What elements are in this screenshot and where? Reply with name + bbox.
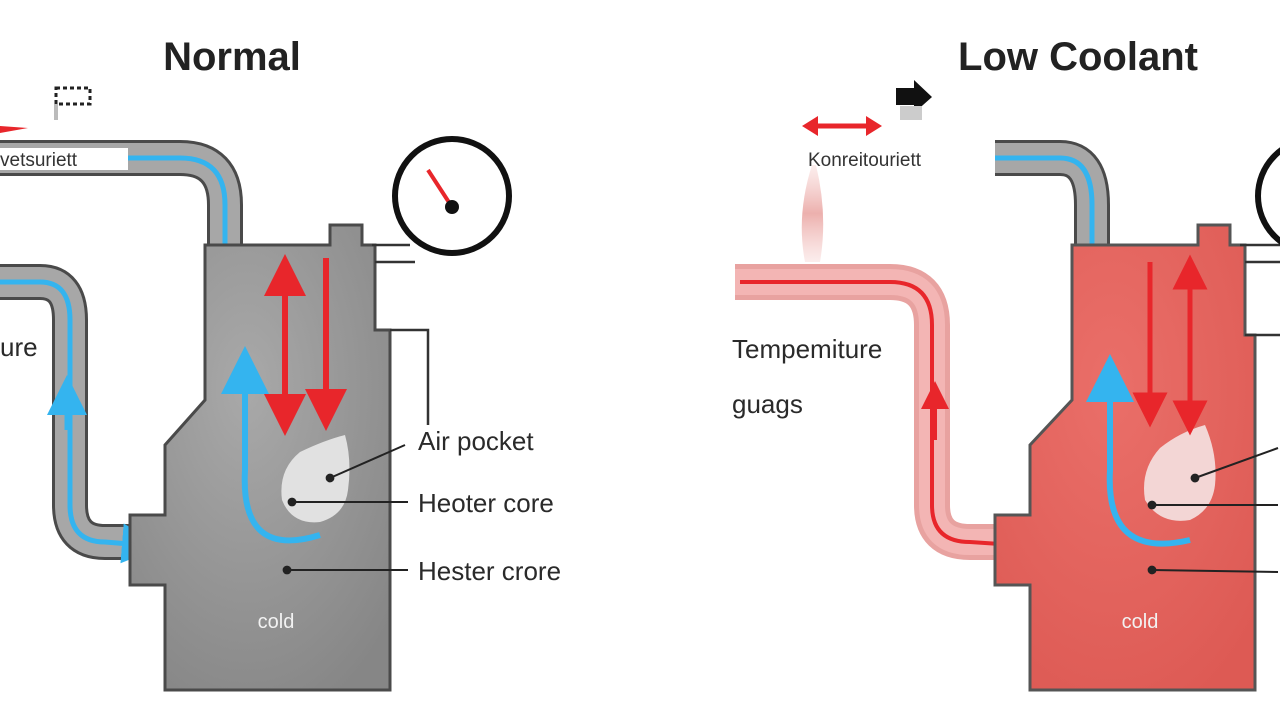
gauge-icon — [392, 136, 512, 256]
callout-heater-core: Heoter core — [418, 488, 554, 518]
flag-icon — [54, 86, 92, 120]
top-pipe-label-right: Konreitouriett — [808, 150, 922, 171]
red-arrow-icon — [0, 126, 28, 133]
flow-up-arrow — [221, 346, 321, 544]
tank-label-right: cold — [1122, 611, 1159, 633]
low-coolant-title: Low Coolant — [958, 35, 1198, 79]
normal-title: Normal — [163, 35, 301, 79]
low-coolant-panel: Low Coolant Konreitouriett Tempemiture — [732, 35, 1280, 692]
double-arrow-icon — [802, 116, 882, 136]
gauge-icon-right — [1255, 147, 1280, 245]
side-label: ure — [0, 332, 38, 362]
air-pocket — [281, 435, 350, 523]
top-pipe — [0, 140, 245, 360]
callout-hester-crore: Hester crore — [418, 556, 561, 586]
top-pipe-right — [995, 140, 1112, 355]
arrow-icon — [896, 80, 932, 120]
steam-plume — [801, 165, 824, 262]
gauge-label: guags — [732, 389, 803, 419]
return-pipe — [0, 264, 162, 564]
return-pipe-right — [735, 264, 1025, 560]
tank-label: cold — [258, 611, 295, 633]
top-pipe-label: vetsuriett — [0, 150, 78, 171]
normal-panel: Normal vetsuriett ure — [0, 35, 561, 692]
temperature-label: Tempemiture — [732, 334, 882, 364]
air-pocket-right — [1144, 425, 1216, 521]
callout-air-pocket: Air pocket — [418, 426, 534, 456]
flow-up-arrow-right — [1086, 354, 1191, 547]
